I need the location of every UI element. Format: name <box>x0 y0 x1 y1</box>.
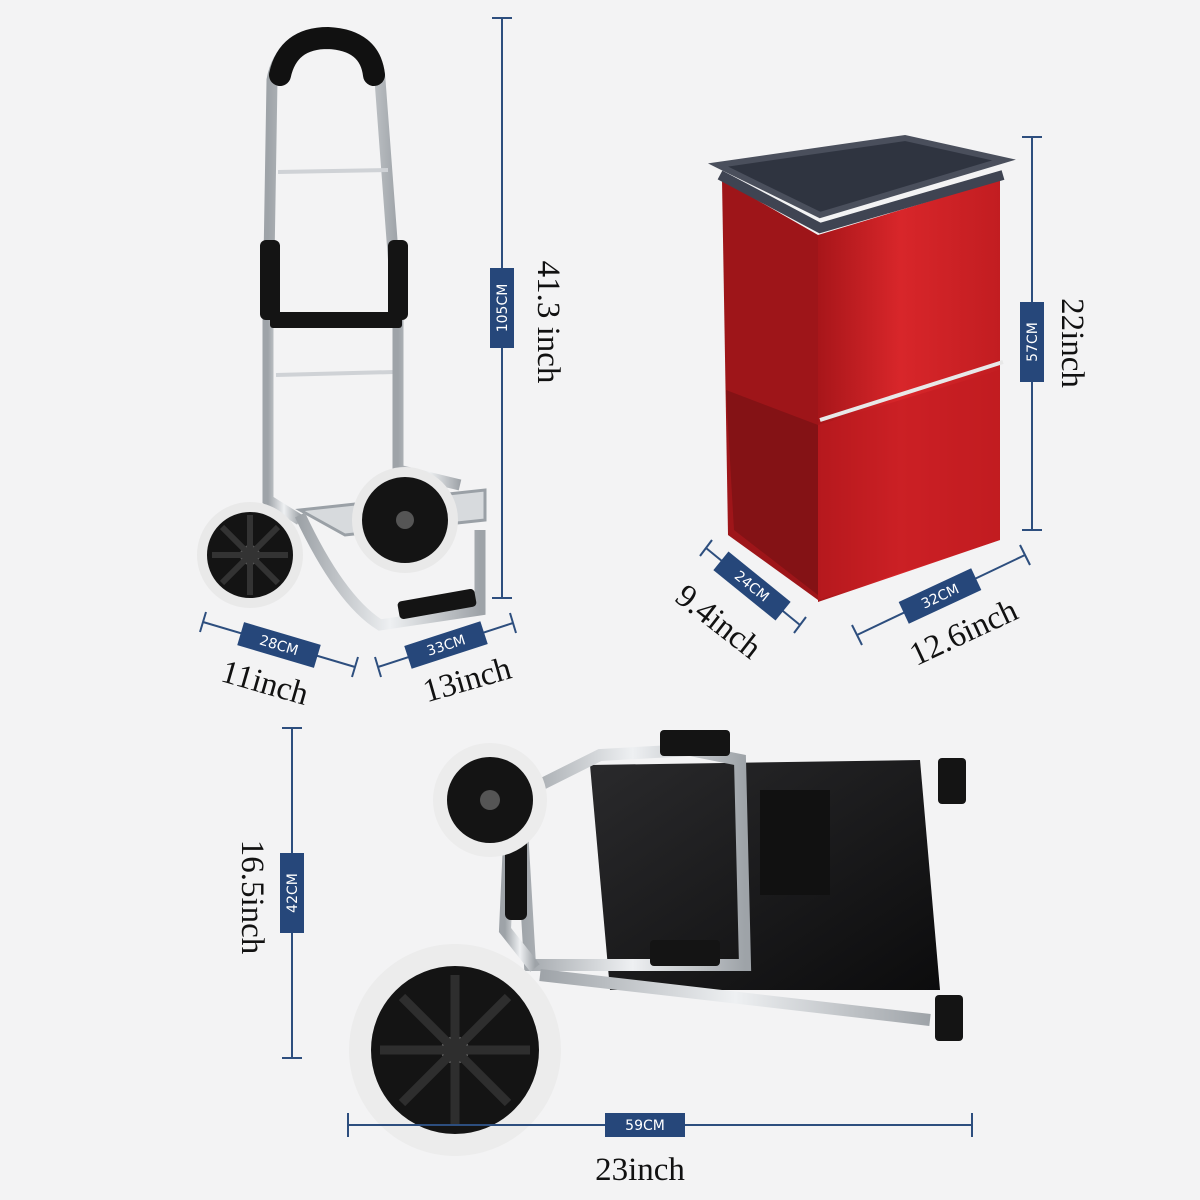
svg-text:57CM: 57CM <box>1025 322 1041 362</box>
handle-grip <box>269 26 385 86</box>
tag-folded-length-cm: 59CM <box>605 1113 685 1137</box>
bag-rim <box>707 134 1016 219</box>
tag-folded-height-cm: 42CM <box>280 853 304 933</box>
tag-bag-height-cm: 57CM <box>1020 302 1044 382</box>
mesh-pocket <box>726 390 818 595</box>
tag-height-cm: 105CM <box>490 268 514 348</box>
bag-illustration <box>707 134 1016 602</box>
label-height-inch: 41.3 inch <box>530 261 566 384</box>
label-folded-height-inch: 16.5inch <box>234 840 270 955</box>
svg-text:105CM: 105CM <box>495 284 511 333</box>
trolley-illustration <box>197 26 487 631</box>
label-folded-length-inch: 23inch <box>595 1152 685 1188</box>
svg-text:42CM: 42CM <box>285 873 301 913</box>
folded-trolley-illustration <box>349 730 966 1156</box>
label-bag-height-inch: 22inch <box>1054 298 1090 388</box>
svg-text:59CM: 59CM <box>625 1118 665 1134</box>
